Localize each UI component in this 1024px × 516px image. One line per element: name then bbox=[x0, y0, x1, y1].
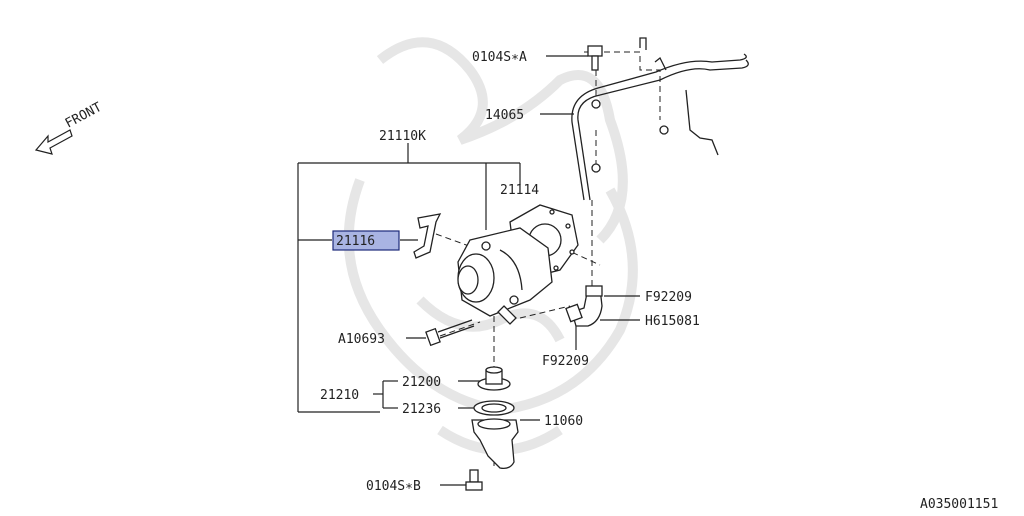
label-F92209-bottom[interactable]: F92209 bbox=[542, 354, 589, 369]
label-11060[interactable]: 11060 bbox=[544, 414, 583, 429]
bypass-hose bbox=[565, 285, 603, 327]
water-pump bbox=[457, 227, 553, 325]
label-F92209-top[interactable]: F92209 bbox=[645, 290, 692, 305]
label-21236[interactable]: 21236 bbox=[402, 402, 441, 417]
bracket-part bbox=[413, 213, 442, 259]
figure-id: A035001151 bbox=[920, 497, 998, 512]
bolt-a10693-icon bbox=[425, 319, 475, 347]
callout-lines bbox=[297, 55, 640, 486]
label-21110K[interactable]: 21110K bbox=[379, 129, 426, 144]
thermostat bbox=[477, 366, 511, 391]
label-14065[interactable]: 14065 bbox=[485, 108, 524, 123]
highlight-box bbox=[332, 230, 400, 251]
front-indicator: FRONT bbox=[34, 100, 105, 155]
thermostat-gasket bbox=[473, 400, 515, 416]
label-21200[interactable]: 21200 bbox=[402, 375, 441, 390]
label-H615081[interactable]: H615081 bbox=[645, 314, 700, 329]
front-label: FRONT bbox=[63, 100, 105, 132]
label-0104S-B[interactable]: 0104S∗B bbox=[366, 479, 421, 494]
label-A10693[interactable]: A10693 bbox=[338, 332, 385, 347]
label-21116[interactable]: 21116 bbox=[336, 234, 375, 249]
label-21114[interactable]: 21114 bbox=[500, 183, 539, 198]
label-0104S-A[interactable]: 0104S∗A bbox=[472, 50, 527, 65]
thermostat-cover bbox=[471, 418, 519, 470]
bolt-bottom-icon bbox=[465, 469, 483, 491]
coolant-pipe bbox=[571, 37, 749, 201]
watermark-emblem bbox=[343, 37, 638, 455]
label-21210[interactable]: 21210 bbox=[320, 388, 359, 403]
bolt-top-icon bbox=[587, 45, 603, 71]
front-arrow-icon bbox=[34, 129, 73, 155]
